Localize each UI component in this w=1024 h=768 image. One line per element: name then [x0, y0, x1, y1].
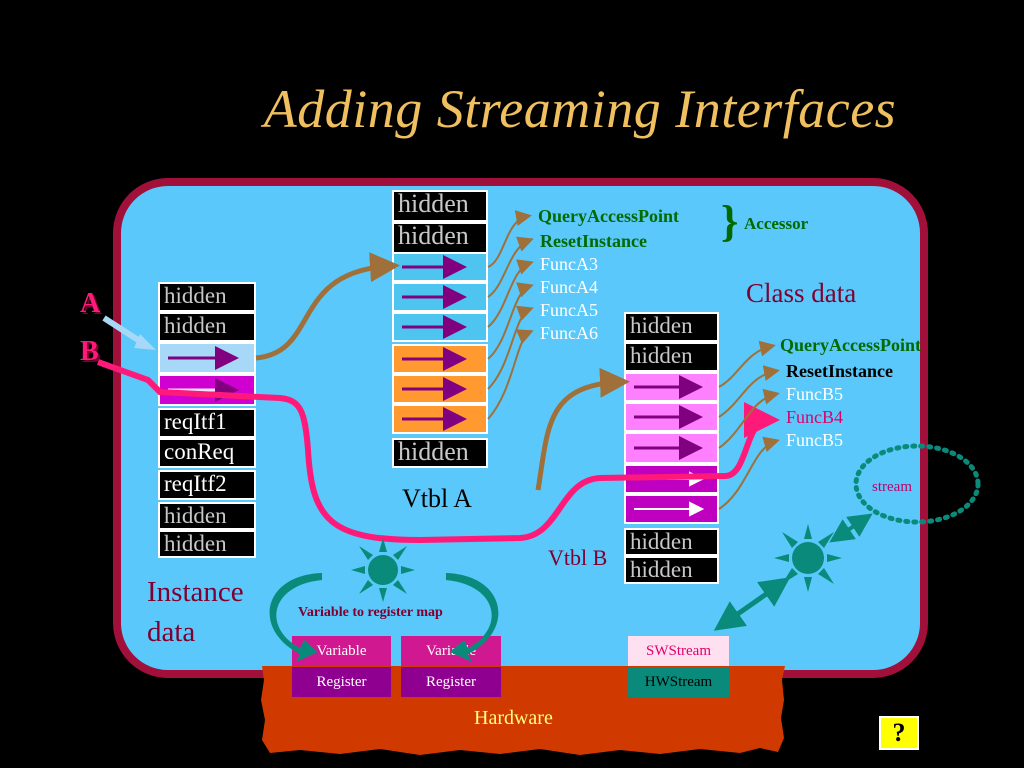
vtbl-b-func-queryaccesspoint: QueryAccessPoint	[780, 335, 921, 355]
to-vtbl-b-connector	[535, 367, 630, 491]
pointer-b-label: B	[80, 336, 99, 367]
vtbl-b-label: Vtbl B	[548, 545, 608, 570]
instance-cell-hidden-3: hidden	[158, 502, 256, 530]
vtbl-a-hidden-3: hidden	[392, 438, 488, 468]
vtbl-a-slot-2	[392, 282, 488, 312]
pointer-b-path	[96, 359, 780, 544]
vtbl-b-hidden-3: hidden	[624, 528, 719, 556]
sun-icon	[351, 538, 415, 602]
vtbl-b-fanout	[718, 340, 780, 510]
swstream-to-sun-arrow	[713, 577, 791, 631]
instance-cell-hidden-2: hidden	[158, 312, 256, 342]
variable-register-map-label: Variable to register map	[298, 605, 443, 620]
instance-data-label-line2: data	[147, 616, 196, 648]
stream-ellipse	[853, 443, 981, 525]
vtbl-b-hidden-1: hidden	[624, 312, 719, 342]
instance-data-label-line1: Instance	[147, 576, 244, 608]
vtbl-a-hidden-2: hidden	[392, 222, 488, 254]
instance-cell-hidden-1: hidden	[158, 282, 256, 312]
pointer-a-label: A	[80, 288, 101, 319]
vtbl-a-func-queryaccesspoint: QueryAccessPoint	[538, 206, 679, 226]
vtbl-a-hidden-1: hidden	[392, 190, 488, 222]
vtbl-a-func-a4: FuncA4	[540, 277, 598, 297]
class-data-label: Class data	[746, 278, 857, 308]
vtbl-b-slot-arrows	[634, 375, 703, 460]
vtbl-b-func-b4: FuncB4	[786, 407, 844, 427]
pointer-a-arrow	[102, 315, 156, 350]
vtbl-a-func-a6: FuncA6	[540, 323, 598, 343]
variable-register-map-arrows	[269, 573, 499, 662]
stream-label: stream	[872, 479, 912, 495]
vtbl-a-func-resetinstance: ResetInstance	[540, 231, 647, 251]
vtbl-a-func-a5: FuncA5	[540, 300, 598, 320]
vtbl-a-fanout	[487, 210, 534, 420]
instance-vptr-arrows	[168, 346, 239, 402]
slide-title: Adding Streaming Interfaces	[263, 79, 897, 139]
swstream-box: SWStream	[628, 636, 729, 666]
sun-icon	[774, 524, 842, 592]
register-box-1: Register	[292, 667, 391, 697]
vtbl-a-func-a3: FuncA3	[540, 254, 598, 274]
accessor-brace: }	[721, 197, 739, 246]
vtbl-b-func-resetinstance: ResetInstance	[786, 361, 893, 381]
register-box-2: Register	[401, 667, 501, 697]
vtbl-b-func-b5-second: FuncB5	[786, 430, 844, 450]
instance-cell-conreq: conReq	[158, 438, 256, 468]
vtbl-a-label: Vtbl A	[402, 484, 473, 513]
instance-cell-hidden-4: hidden	[158, 530, 256, 558]
instance-cell-reqitf2: reqItf2	[158, 470, 256, 500]
vtbl-b-func-b5-first: FuncB5	[786, 384, 844, 404]
vtbl-a-slot-arrows	[402, 255, 467, 431]
sun-to-stream-arrow	[829, 513, 873, 543]
hwstream-box: HWStream	[628, 667, 729, 697]
vtbl-b-hidden-2: hidden	[624, 342, 719, 372]
accessor-label: Accessor	[744, 214, 809, 233]
help-button[interactable]: ?	[879, 716, 919, 750]
hardware-label: Hardware	[474, 707, 553, 729]
instance-to-vtbl-a-connector	[255, 252, 400, 361]
instance-cell-reqitf1: reqItf1	[158, 408, 256, 438]
vtbl-b-hidden-4: hidden	[624, 556, 719, 584]
